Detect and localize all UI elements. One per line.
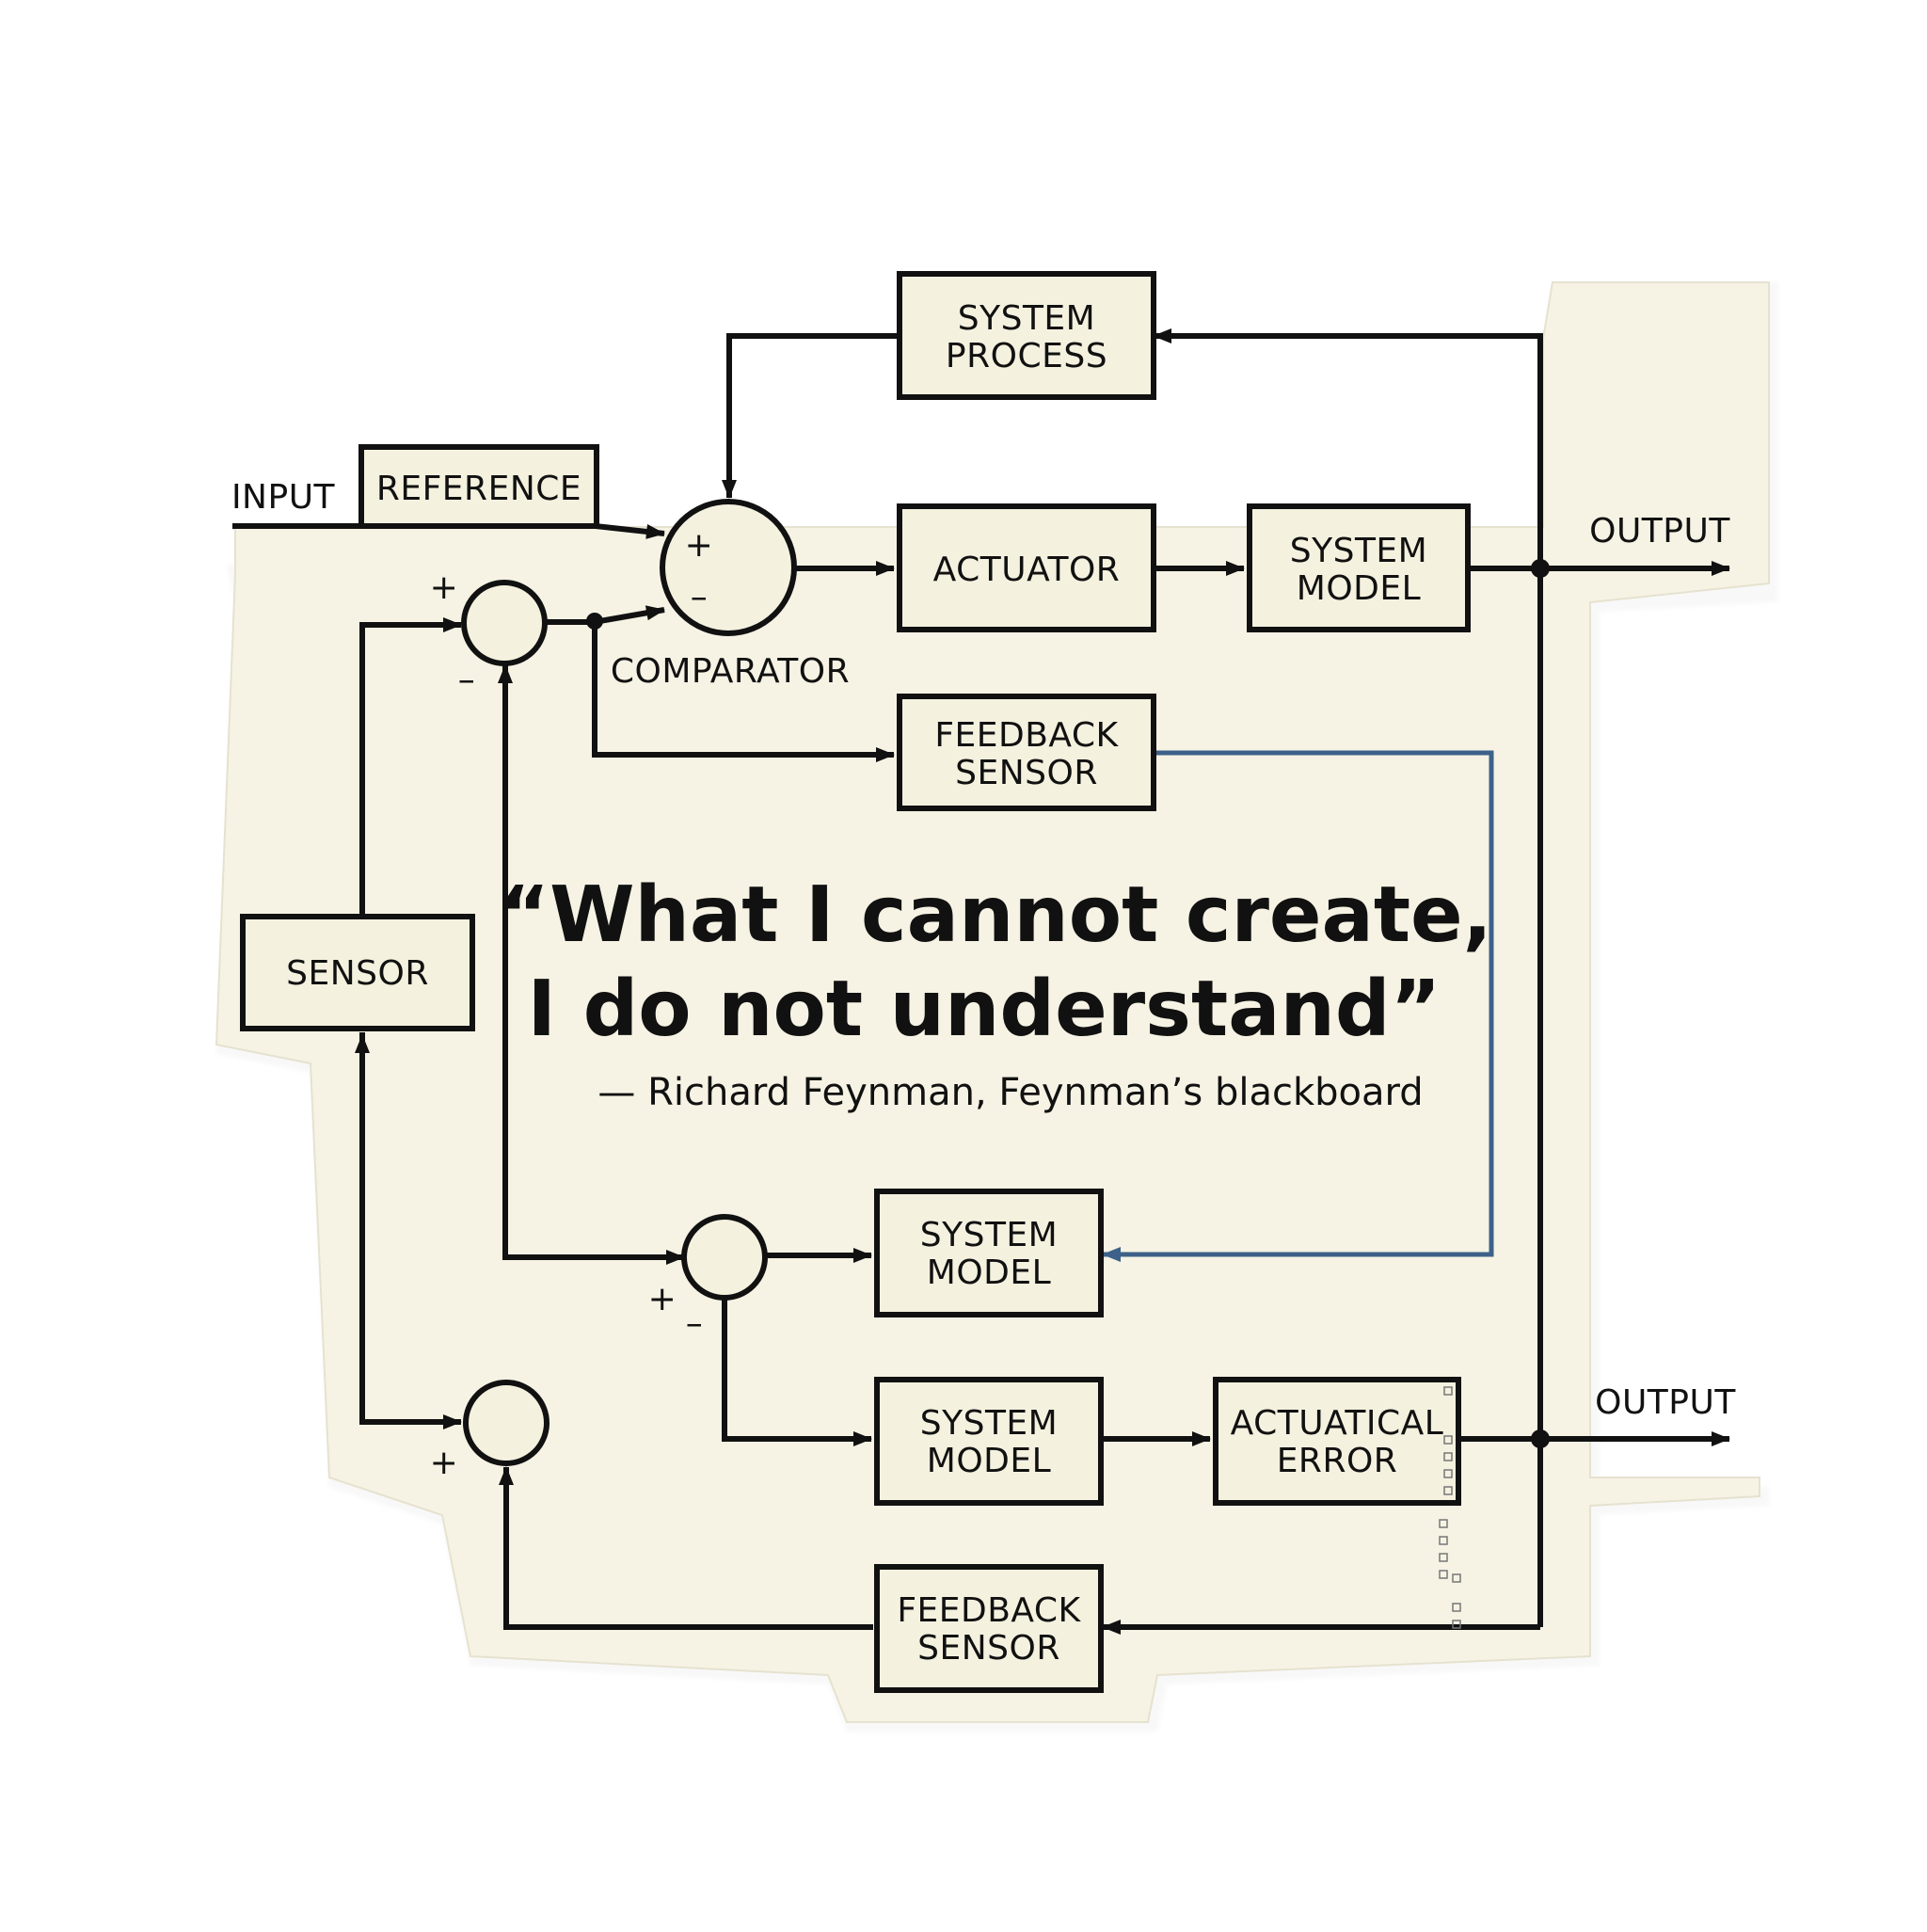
- feedback-sensor-to-junction4: [499, 1466, 873, 1630]
- connections: [232, 328, 1730, 1635]
- summing-junction-top-left: [461, 580, 548, 666]
- sensor-to-junction1: [359, 617, 462, 917]
- comparator-minus-sign: –: [691, 578, 709, 616]
- svg-text:MODEL: MODEL: [1297, 569, 1421, 608]
- actuator-block: ACTUATOR: [897, 503, 1156, 632]
- decorative-marks: [1439, 1386, 1461, 1629]
- svg-text:SENSOR: SENSOR: [917, 1629, 1060, 1668]
- svg-text:PROCESS: PROCESS: [946, 337, 1107, 375]
- svg-text:SYSTEM: SYSTEM: [920, 1404, 1059, 1443]
- system-model-block-middle: SYSTEM MODEL: [874, 1189, 1104, 1317]
- svg-text:SYSTEM: SYSTEM: [958, 299, 1096, 338]
- junction1-plus-sign: +: [430, 568, 459, 607]
- output-top-label: OUTPUT: [1589, 512, 1730, 551]
- input-label: INPUT: [231, 478, 336, 517]
- svg-text:MODEL: MODEL: [927, 1442, 1051, 1480]
- svg-text:ACTUATICAL: ACTUATICAL: [1231, 1404, 1444, 1443]
- svg-text:FEEDBACK: FEEDBACK: [934, 716, 1119, 755]
- junction4-plus-sign: +: [430, 1444, 459, 1482]
- summing-junction-middle: [681, 1214, 768, 1301]
- svg-text:ERROR: ERROR: [1277, 1442, 1398, 1480]
- junction3-to-system-model-bottom: [722, 1299, 872, 1446]
- summing-junction-bottom-left: [463, 1380, 549, 1466]
- branch-to-feedback-sensor: [592, 622, 895, 762]
- quote-line-2: I do not understand”: [528, 965, 1441, 1054]
- svg-text:SENSOR: SENSOR: [955, 754, 1098, 792]
- system-process-block: SYSTEM PROCESS: [897, 271, 1156, 400]
- svg-text:FEEDBACK: FEEDBACK: [897, 1591, 1081, 1630]
- quote-attribution: — Richard Feynman, Feynman’s blackboard: [597, 1071, 1423, 1114]
- svg-text:SYSTEM: SYSTEM: [1290, 532, 1428, 570]
- svg-text:ACTUATOR: ACTUATOR: [933, 551, 1121, 589]
- quote-line-1: “What I cannot create,: [499, 870, 1492, 960]
- feedback-sensor-block-top: FEEDBACK SENSOR: [897, 694, 1156, 811]
- system-process-to-comparator: [722, 333, 900, 499]
- reference-block: REFERENCE: [358, 444, 599, 529]
- svg-text:REFERENCE: REFERENCE: [376, 470, 581, 508]
- highlight-feedback-path: [1102, 750, 1494, 1262]
- comparator-junction: + –: [660, 499, 797, 636]
- junction1-minus-sign: –: [458, 661, 476, 699]
- svg-text:SYSTEM: SYSTEM: [920, 1216, 1059, 1254]
- actuatical-error-block: ACTUATICAL ERROR: [1213, 1377, 1461, 1506]
- sensor-block: SENSOR: [240, 914, 475, 1031]
- feedback-sensor-block-bottom: FEEDBACK SENSOR: [874, 1564, 1104, 1693]
- background-panel: [215, 281, 1770, 1723]
- junction3-minus-sign: –: [686, 1304, 704, 1343]
- junction3-plus-sign: +: [648, 1280, 677, 1318]
- output-to-system-process: [1153, 328, 1543, 568]
- junction-dot: [586, 613, 603, 630]
- svg-text:SENSOR: SENSOR: [286, 954, 429, 993]
- system-model-block-bottom: SYSTEM MODEL: [874, 1377, 1104, 1506]
- comparator-label: COMPARATOR: [611, 652, 850, 691]
- svg-text:MODEL: MODEL: [927, 1253, 1051, 1292]
- system-model-block-top: SYSTEM MODEL: [1247, 503, 1471, 632]
- output-bottom-label: OUTPUT: [1595, 1383, 1736, 1422]
- junction-dot: [1531, 559, 1550, 578]
- junction-dot: [1531, 1429, 1550, 1448]
- comparator-plus-sign: +: [685, 526, 714, 565]
